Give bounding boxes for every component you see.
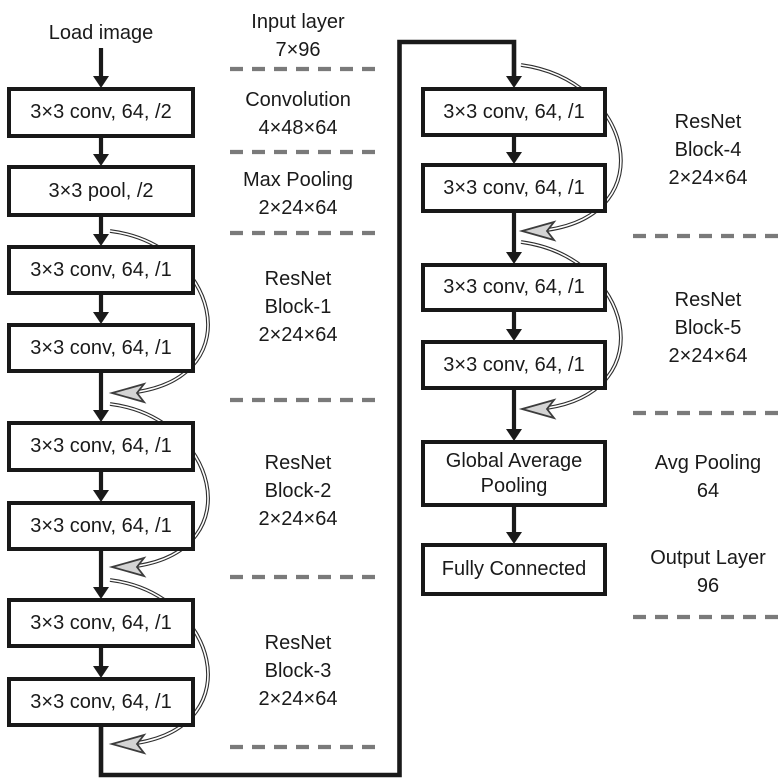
box-block1-conv2: 3×3 conv, 64, /1 bbox=[7, 323, 195, 373]
annotation-line: 2×24×64 bbox=[258, 324, 338, 346]
annotation-line: ResNet bbox=[264, 452, 332, 474]
box-block5-conv1: 3×3 conv, 64, /1 bbox=[421, 263, 607, 312]
box-block3-conv2: 3×3 conv, 64, /1 bbox=[7, 677, 195, 727]
annotation-line: 2×24×64 bbox=[258, 688, 338, 710]
load-image-label: Load image bbox=[48, 22, 154, 44]
annotation-line: 2×24×64 bbox=[258, 508, 338, 530]
annotation-resnet-block-5: ResNet Block-5 2×24×64 bbox=[626, 286, 784, 370]
annotation-line: 96 bbox=[696, 575, 720, 597]
flow-arrows-left bbox=[93, 48, 109, 678]
annotation-avg-pooling: Avg Pooling 64 bbox=[626, 449, 784, 505]
box-block4-conv1: 3×3 conv, 64, /1 bbox=[421, 87, 607, 137]
annotation-line: 64 bbox=[696, 480, 720, 502]
annotation-resnet-block-1: ResNet Block-1 2×24×64 bbox=[216, 265, 380, 349]
annotation-resnet-block-3: ResNet Block-3 2×24×64 bbox=[216, 629, 380, 713]
skip-connection-block4 bbox=[518, 63, 623, 242]
annotation-output-layer: Output Layer 96 bbox=[626, 544, 784, 600]
annotation-convolution: Convolution 4×48×64 bbox=[216, 86, 380, 142]
annotation-line: Block-1 bbox=[264, 296, 332, 318]
annotation-line: 4×48×64 bbox=[258, 117, 338, 139]
annotation-line: 2×24×64 bbox=[668, 345, 748, 367]
annotation-input-layer: Input layer 7×96 bbox=[216, 8, 380, 64]
annotation-line: ResNet bbox=[674, 111, 742, 133]
skip-arrowhead-icon bbox=[518, 398, 557, 420]
annotation-line: Input layer bbox=[251, 11, 345, 33]
box-conv-stride2: 3×3 conv, 64, /2 bbox=[7, 87, 195, 138]
box-block3-conv1: 3×3 conv, 64, /1 bbox=[7, 598, 195, 648]
skip-connection-block3 bbox=[108, 578, 210, 755]
annotation-resnet-block-4: ResNet Block-4 2×24×64 bbox=[626, 108, 784, 192]
annotation-line: Block-2 bbox=[264, 480, 332, 502]
skip-connection-block2 bbox=[108, 402, 210, 578]
annotation-line: Max Pooling bbox=[242, 169, 354, 191]
annotation-line: Convolution bbox=[245, 89, 351, 111]
flow-arrows-right bbox=[506, 137, 522, 544]
skip-connection-block1 bbox=[108, 229, 210, 404]
section-dividers-right bbox=[633, 233, 781, 620]
box-maxpool: 3×3 pool, /2 bbox=[7, 165, 195, 217]
box-block4-conv2: 3×3 conv, 64, /1 bbox=[421, 163, 607, 213]
annotation-line: Block-3 bbox=[264, 660, 332, 682]
annotation-line: Block-5 bbox=[674, 317, 742, 339]
annotation-line: 2×24×64 bbox=[258, 197, 338, 219]
annotation-resnet-block-2: ResNet Block-2 2×24×64 bbox=[216, 449, 380, 533]
column-connector bbox=[98, 39, 522, 778]
annotation-line: Avg Pooling bbox=[654, 452, 762, 474]
box-block2-conv1: 3×3 conv, 64, /1 bbox=[7, 421, 195, 472]
skip-arrowhead-icon bbox=[108, 382, 147, 404]
skip-arrowhead-icon bbox=[108, 733, 147, 755]
annotation-line: Output Layer bbox=[650, 547, 766, 569]
annotation-line: ResNet bbox=[264, 632, 332, 654]
skip-arrowhead-icon bbox=[518, 220, 557, 242]
annotation-line: Block-4 bbox=[674, 139, 742, 161]
box-block2-conv2: 3×3 conv, 64, /1 bbox=[7, 501, 195, 551]
annotation-line: ResNet bbox=[264, 268, 332, 290]
box-global-avg-pooling: Global Average Pooling bbox=[421, 440, 607, 507]
skip-connection-block5 bbox=[518, 240, 623, 420]
annotation-line: 2×24×64 bbox=[668, 167, 748, 189]
box-block5-conv2: 3×3 conv, 64, /1 bbox=[421, 340, 607, 390]
box-block1-conv1: 3×3 conv, 64, /1 bbox=[7, 245, 195, 295]
box-fully-connected: Fully Connected bbox=[421, 543, 607, 596]
section-dividers-middle bbox=[230, 66, 378, 750]
annotation-max-pooling: Max Pooling 2×24×64 bbox=[216, 166, 380, 222]
skip-arrowhead-icon bbox=[108, 556, 147, 578]
annotation-line: 7×96 bbox=[275, 39, 321, 61]
annotation-line: ResNet bbox=[674, 289, 742, 311]
